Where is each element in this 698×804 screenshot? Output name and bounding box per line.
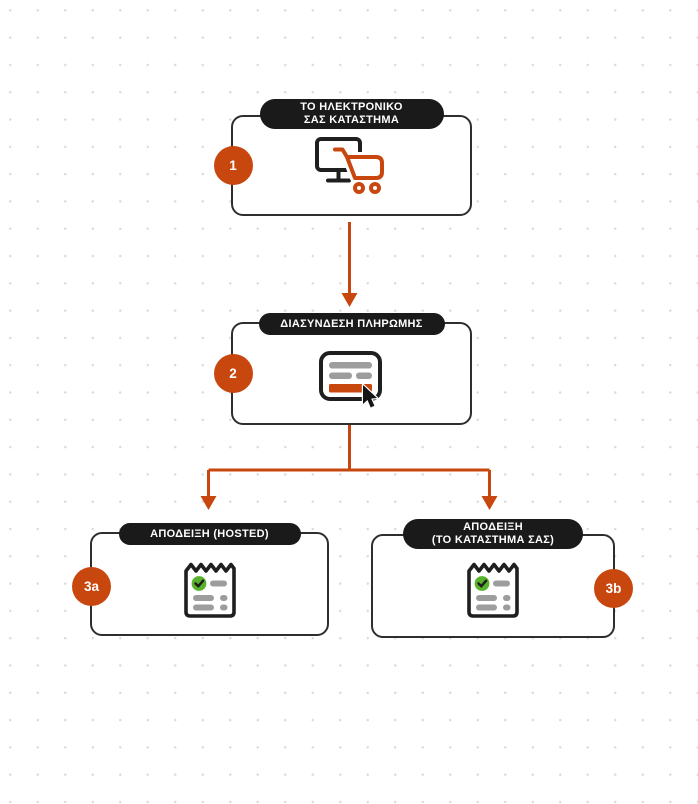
monitor-cart-icon — [314, 137, 387, 194]
step-badge-1: 1 — [213, 146, 253, 185]
edge-2-branch — [207, 421, 491, 497]
label-line: ΑΠΟΔΕΙΞΗ (HOSTED) — [150, 527, 269, 540]
node-receipt-hosted-label: ΑΠΟΔΕΙΞΗ (HOSTED) — [118, 523, 301, 545]
edge-1-2-arrowhead — [341, 293, 358, 307]
node-online-store-label: ΤΟ ΗΛΕΚΤΡΟΝΙΚΟ ΣΑΣ ΚΑΤΑΣΤΗΜΑ — [259, 99, 444, 129]
step-badge-3b: 3b — [594, 569, 633, 608]
payment-form-cursor-icon — [318, 351, 382, 409]
label-line: ΑΠΟΔΕΙΞΗ — [463, 521, 523, 533]
step-badge-2: 2 — [213, 354, 253, 393]
edge-2-3b-arrowhead — [481, 496, 498, 510]
label-line: ΔΙΑΣΥΝΔΕΣΗ ΠΛΗΡΩΜΗΣ — [280, 317, 423, 330]
node-payment-gateway-label: ΔΙΑΣΥΝΔΕΣΗ ΠΛΗΡΩΜΗΣ — [258, 313, 445, 335]
step-badge-3a: 3a — [72, 567, 111, 606]
label-line: (ΤΟ ΚΑΤΑΣΤΗΜΑ ΣΑΣ) — [431, 534, 555, 546]
label-line: ΤΟ ΗΛΕΚΤΡΟΝΙΚΟ — [300, 101, 403, 113]
node-payment-gateway: ΔΙΑΣΥΝΔΕΣΗ ΠΛΗΡΩΜΗΣ 2 — [213, 313, 472, 425]
node-online-store: ΤΟ ΗΛΕΚΤΡΟΝΙΚΟ ΣΑΣ ΚΑΤΑΣΤΗΜΑ 1 — [213, 99, 472, 216]
node-receipt-hosted: ΑΠΟΔΕΙΞΗ (HOSTED) 3a — [72, 523, 329, 636]
node-receipt-your-store: ΑΠΟΔΕΙΞΗ (ΤΟ ΚΑΤΑΣΤΗΜΑ ΣΑΣ) 3b — [371, 519, 633, 638]
edge-2-3a-arrowhead — [200, 496, 217, 510]
label-line: ΣΑΣ ΚΑΤΑΣΤΗΜΑ — [303, 114, 400, 126]
receipt-check-icon — [467, 562, 519, 618]
receipt-check-icon — [183, 562, 236, 618]
node-receipt-your-store-label: ΑΠΟΔΕΙΞΗ (ΤΟ ΚΑΤΑΣΤΗΜΑ ΣΑΣ) — [403, 519, 583, 549]
